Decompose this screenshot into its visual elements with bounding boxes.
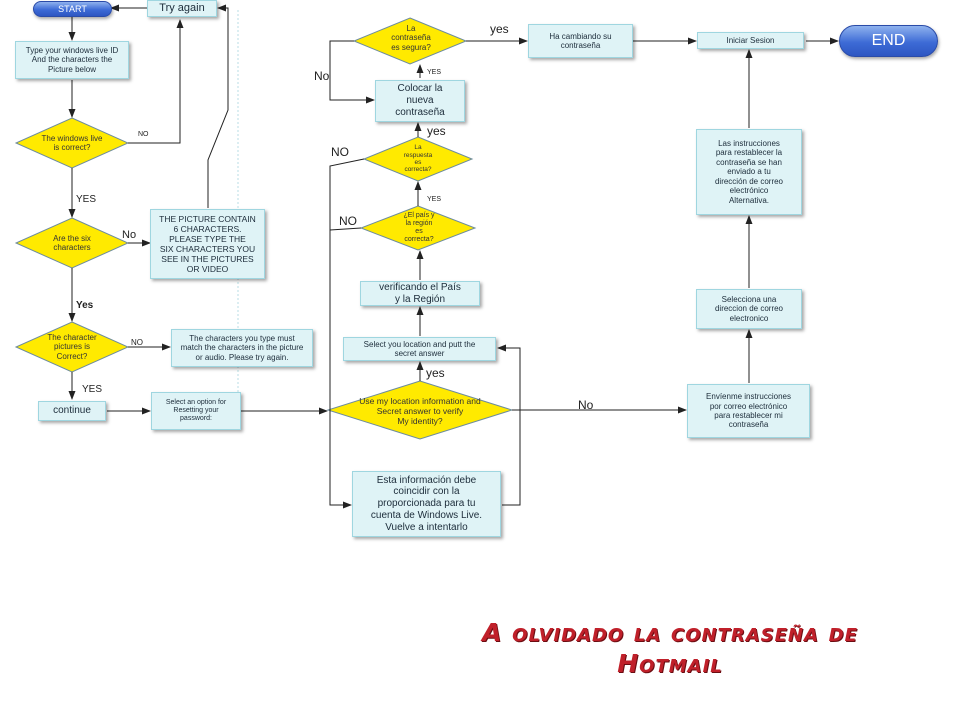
label-yes-colocar: YES bbox=[427, 69, 442, 76]
decision-character-pictures-text: The character pictures is Correct? bbox=[47, 333, 97, 361]
connector-respuesta-no bbox=[329, 158, 365, 509]
decision-contrasena-segura-text: La contraseña es segura? bbox=[391, 24, 431, 52]
decision-pais-region-text: ¿El país y la región es correcta? bbox=[403, 211, 435, 244]
connector-segura-no bbox=[329, 40, 375, 104]
selecciona-correo-box: Selecciona una direccion de correo elect… bbox=[696, 289, 802, 329]
verificando-pais-box: verificando el País y la Región bbox=[360, 281, 480, 306]
start-terminator[interactable]: START bbox=[33, 1, 112, 17]
label-no-pais: NO bbox=[339, 214, 357, 228]
decision-use-location bbox=[326, 380, 514, 440]
label-yes-windows-live: YES bbox=[76, 194, 97, 205]
decision-windows-live-text: The windows live is correct? bbox=[41, 133, 103, 152]
colocar-contrasena-box: Colocar la nueva contraseña bbox=[375, 80, 465, 122]
instrucciones-enviadas-box: Las instrucciones para restablecer la co… bbox=[696, 129, 802, 215]
match-characters-box: The characters you type must match the c… bbox=[171, 329, 313, 367]
end-terminator[interactable]: END bbox=[839, 25, 938, 57]
label-yes-use-location: yes bbox=[426, 366, 445, 380]
select-option-box: Select an option for Resetting your pass… bbox=[151, 392, 241, 430]
label-yes-respuesta: yes bbox=[427, 124, 446, 138]
page-title: A olvidado la contraseña de Hotmail bbox=[482, 618, 858, 678]
decision-respuesta-correcta-text: La respuesta es correcta? bbox=[403, 144, 433, 174]
label-no-respuesta: NO bbox=[331, 145, 349, 159]
continue-button[interactable]: continue bbox=[38, 401, 106, 421]
connector-picture-to-try-again bbox=[207, 4, 229, 208]
decision-use-location-text: Use my location information and Secret a… bbox=[359, 396, 481, 426]
label-yes-pais: YES bbox=[427, 196, 442, 203]
label-yes-segura: yes bbox=[490, 22, 509, 36]
label-no-six-chars: No bbox=[122, 229, 137, 241]
label-no-use-location: No bbox=[578, 398, 594, 412]
decision-contrasena-segura bbox=[352, 17, 468, 65]
select-location-box: Select you location and putt the secret … bbox=[343, 337, 496, 361]
esta-informacion-box: Esta información debe coincidir con la p… bbox=[352, 471, 501, 537]
connector-esta-info-loop bbox=[497, 344, 521, 506]
decision-six-characters-text: Are the six characters bbox=[53, 233, 91, 252]
label-no-char-pictures: NO bbox=[131, 338, 143, 347]
label-no-segura: No bbox=[314, 69, 330, 83]
iniciar-sesion-box[interactable]: Iniciar Sesion bbox=[697, 32, 804, 49]
label-no-windows-live: NO bbox=[138, 131, 149, 138]
connector-pais-no bbox=[329, 227, 362, 231]
label-yes-six-chars: Yes bbox=[76, 300, 94, 311]
try-again-box[interactable]: Try again bbox=[147, 0, 217, 17]
envienme-instrucciones-box: Envíenme instrucciones por correo electr… bbox=[687, 384, 810, 438]
picture-contain-box: THE PICTURE CONTAIN 6 CHARACTERS. PLEASE… bbox=[150, 209, 265, 279]
label-yes-char-pictures: YES bbox=[82, 384, 103, 395]
ha-cambiado-box: Ha cambiando su contraseña bbox=[528, 24, 633, 58]
type-windows-live-id-box: Type your windows live ID And the charac… bbox=[15, 41, 129, 79]
connector-windows-live-no bbox=[128, 19, 184, 144]
